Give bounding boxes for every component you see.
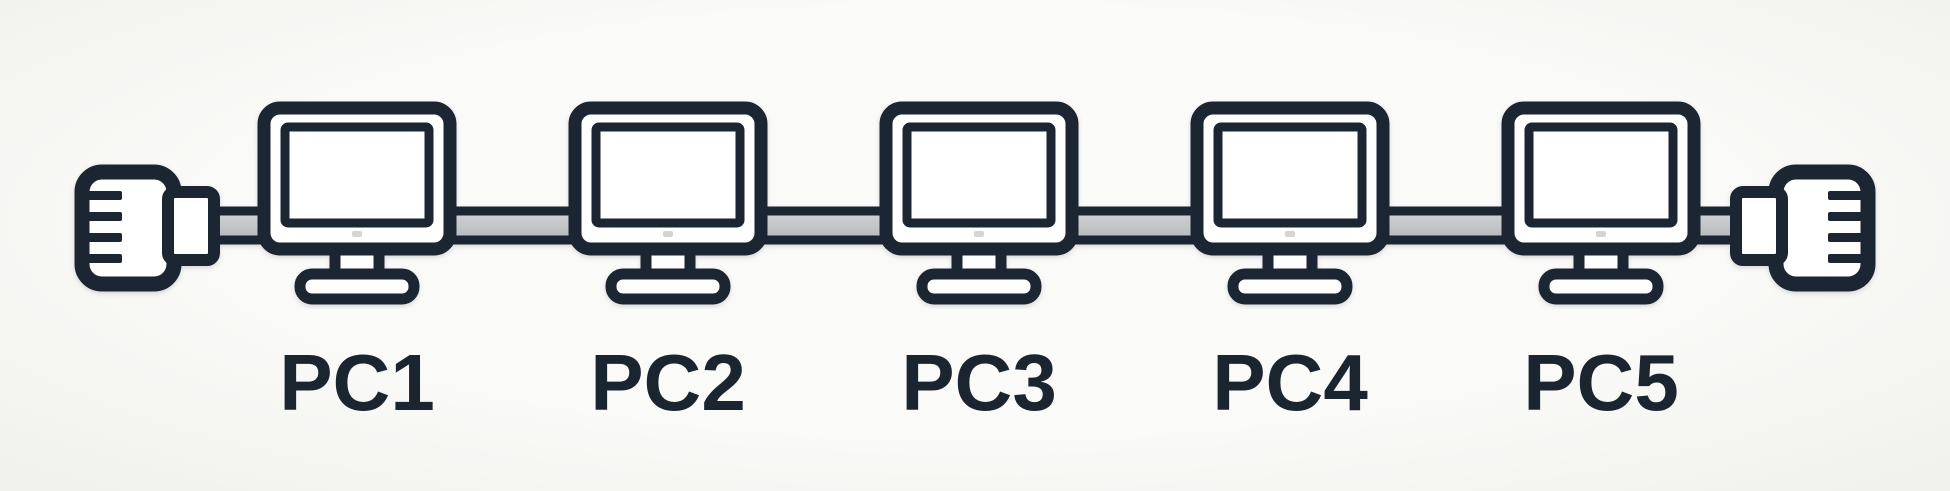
pc-label-pc5: PC5 <box>1523 338 1679 427</box>
pc-label-pc1: PC1 <box>279 338 435 427</box>
pc-label-pc3: PC3 <box>901 338 1057 427</box>
pc-node-pc1 <box>264 108 450 299</box>
pc-label-pc2: PC2 <box>590 338 746 427</box>
bus-terminator-left <box>82 172 214 284</box>
pc-node-pc3 <box>886 108 1072 299</box>
pc-label-pc4: PC4 <box>1212 338 1368 427</box>
pc-node-pc4 <box>1197 108 1383 299</box>
bus-terminator-right <box>1736 172 1868 284</box>
pc-node-pc2 <box>575 108 761 299</box>
pc-node-pc5 <box>1508 108 1694 299</box>
